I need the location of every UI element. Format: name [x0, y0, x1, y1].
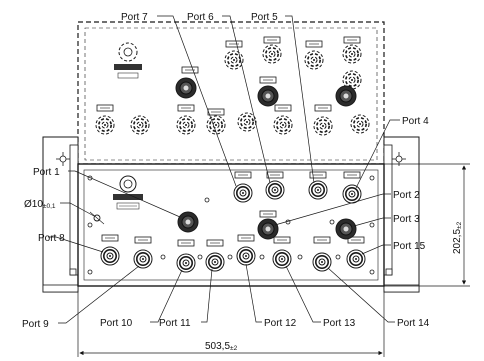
- label-port-12: Port 12: [264, 318, 297, 329]
- port-10-connector: [176, 253, 196, 273]
- port-7-connector: [233, 183, 253, 203]
- label-port-10: Port 10: [100, 318, 133, 329]
- mounting-hole: [89, 211, 105, 225]
- label-port-1: Port 1: [33, 167, 60, 178]
- port-4-connector: [342, 184, 362, 204]
- port-labels: Port 7 Port 6 Port 5 Port 4 Port 1 Port …: [22, 12, 430, 330]
- port-3-connector: [335, 218, 357, 240]
- port-15-connector: [346, 249, 366, 269]
- back-logo: [114, 42, 142, 79]
- label-port-2: Port 2: [393, 190, 420, 201]
- label-port-4: Port 4: [402, 116, 429, 127]
- port-11-connector: [205, 252, 225, 272]
- label-port-8: Port 8: [38, 233, 65, 244]
- port-6-connector: [265, 180, 285, 200]
- port-2-connector: [257, 218, 279, 240]
- dimension-labels: Ø10±0,1 503,5±2 202,5±2: [24, 199, 463, 352]
- hole-diameter-label: Ø10±0,1: [24, 199, 56, 210]
- label-port-7: Port 7: [121, 12, 148, 23]
- port-9-connector: [133, 249, 153, 269]
- port-12-connector: [236, 246, 256, 266]
- label-port-15: Port 15: [393, 241, 426, 252]
- label-port-11: Port 11: [159, 318, 191, 329]
- port-1-connector: [177, 211, 199, 233]
- label-port-6: Port 6: [187, 12, 214, 23]
- front-panel: [77, 163, 385, 287]
- port-13-connector: [272, 249, 292, 269]
- front-logo: [113, 175, 143, 210]
- label-port-9: Port 9: [22, 319, 49, 330]
- port-8-connector: [100, 246, 120, 266]
- left-bracket: [42, 136, 79, 293]
- height-dimension: [384, 163, 470, 287]
- width-dimension-label: 503,5±2: [205, 341, 238, 352]
- label-port-3: Port 3: [393, 214, 420, 225]
- leader-lines: [48, 15, 400, 324]
- width-dimension: [77, 290, 385, 357]
- back-panel: [77, 21, 385, 165]
- port-5-connector: [308, 180, 328, 200]
- label-port-13: Port 13: [323, 318, 356, 329]
- label-port-5: Port 5: [251, 12, 278, 23]
- height-dimension-label: 202,5±2: [452, 221, 463, 254]
- label-port-14: Port 14: [397, 318, 430, 329]
